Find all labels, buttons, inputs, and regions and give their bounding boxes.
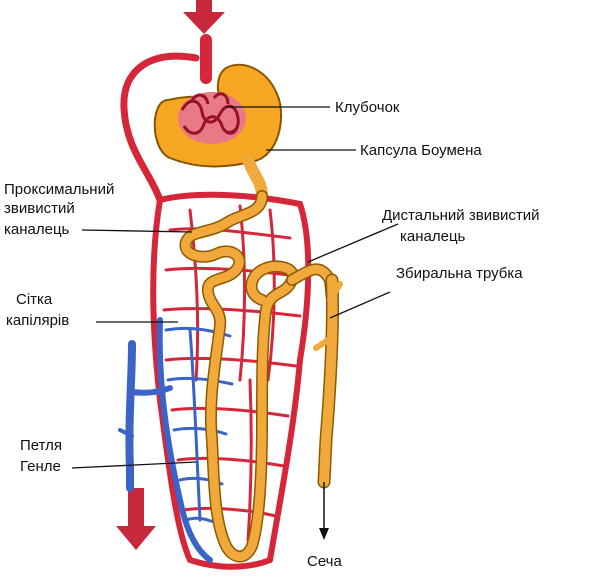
label-glomerulus: Клубочок bbox=[335, 99, 400, 116]
label-henle-1: Петля bbox=[20, 437, 62, 454]
label-proximal-1: Проксимальний bbox=[4, 181, 114, 198]
label-urine: Сеча bbox=[307, 553, 342, 570]
glomerulus-tuft bbox=[178, 92, 246, 144]
label-capillary-1: Сітка bbox=[16, 291, 53, 308]
label-collecting-duct: Збиральна трубка bbox=[396, 265, 523, 282]
label-proximal-2: звивистий bbox=[4, 200, 75, 217]
outflow-arrow bbox=[116, 488, 156, 550]
label-henle-2: Генле bbox=[20, 458, 61, 475]
collecting-duct bbox=[313, 273, 343, 489]
urine-arrow bbox=[319, 482, 329, 540]
label-proximal-3: каналець bbox=[4, 221, 70, 238]
label-distal-2: каналець bbox=[400, 228, 466, 245]
label-distal-1: Дистальний звивистий bbox=[382, 207, 540, 224]
venous-network bbox=[118, 317, 234, 563]
leader-lines bbox=[71, 106, 399, 469]
afferent-arteriole bbox=[120, 52, 200, 204]
label-capillary-2: капілярів bbox=[6, 312, 69, 329]
inflow-arrow bbox=[183, 0, 225, 34]
label-bowman-capsule: Капсула Боумена bbox=[360, 142, 482, 159]
